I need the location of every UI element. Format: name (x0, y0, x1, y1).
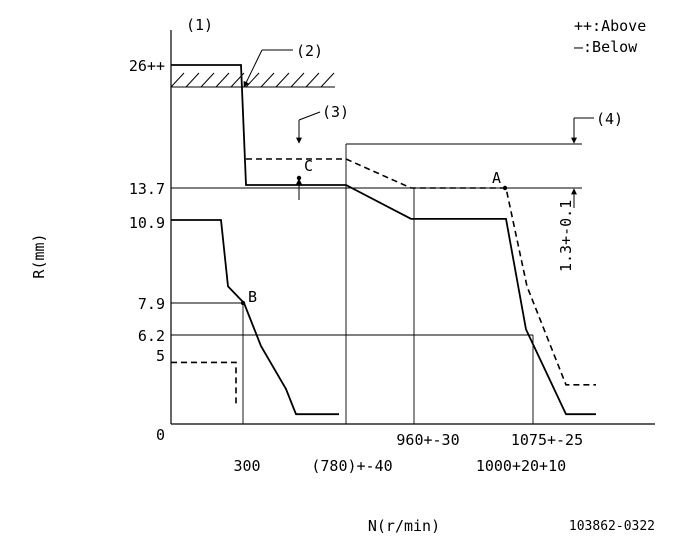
point-b-marker (240, 300, 246, 306)
callout-1: (1) (186, 16, 213, 34)
series-layer (171, 64, 596, 416)
callout-3: (3) (322, 103, 349, 121)
figure-id: 103862-0322 (569, 519, 655, 534)
callout-4: (4) (596, 110, 623, 128)
y-tick-10-9: 10.9 (129, 214, 165, 232)
y-tick-13-7: 13.7 (129, 180, 165, 198)
y-axis-label: R(mm) (30, 233, 48, 278)
x-tick-960: 960+-30 (396, 431, 459, 449)
point-b-label: B (248, 288, 257, 306)
x-tick-300: 300 (233, 457, 260, 475)
point-c-label: C (304, 157, 313, 175)
legend-below: —:Below (574, 38, 638, 56)
above-curve-1 (246, 158, 596, 386)
dimension-label: 1.3+-0.1 (557, 200, 575, 272)
guide-lines (171, 143, 582, 424)
dimension-3 (296, 111, 321, 200)
callout-2-leader (243, 49, 293, 88)
below-curve-2 (171, 219, 339, 416)
callout-2: (2) (296, 42, 323, 60)
y-tick-26: 26++ (129, 57, 165, 75)
x-tick-1000: 1000+20+10 (476, 457, 566, 475)
stop-hatch (170, 72, 335, 88)
below-curve-1 (171, 64, 596, 416)
y-tick-5: 5 (156, 347, 165, 365)
above-curve-2 (171, 361, 237, 406)
y-tick-7-9: 7.9 (138, 295, 165, 313)
x-tick-780: (780)+-40 (311, 457, 392, 475)
x-tick-1075: 1075+-25 (511, 431, 583, 449)
legend-above: ++:Above (574, 17, 646, 35)
point-a-label: A (492, 169, 501, 187)
point-a-marker (502, 185, 508, 191)
dimension-4 (571, 117, 594, 208)
y-tick-6-2: 6.2 (138, 327, 165, 345)
y-tick-0: 0 (156, 426, 165, 444)
point-c-marker (296, 175, 302, 181)
x-axis-label: N(r/min) (368, 517, 440, 535)
